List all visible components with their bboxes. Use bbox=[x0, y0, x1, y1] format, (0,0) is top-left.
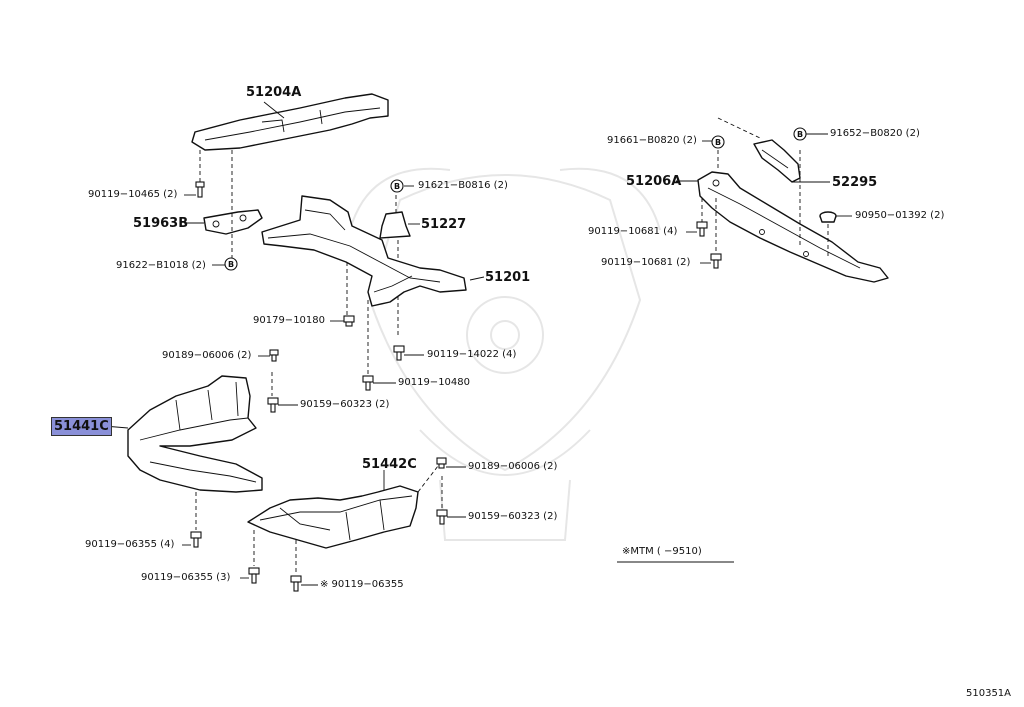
label-90950-01392[interactable]: 90950−01392 (2) bbox=[855, 210, 945, 221]
part-51227[interactable] bbox=[379, 211, 411, 239]
diagram-code: 510351A bbox=[966, 688, 1012, 699]
label-51227[interactable]: 51227 bbox=[421, 217, 467, 232]
part-51204A[interactable] bbox=[191, 93, 389, 151]
label-51441C-selected[interactable]: 51441C bbox=[51, 417, 112, 436]
label-90189-06006-b[interactable]: 90189−06006 (2) bbox=[468, 461, 558, 472]
label-90119-10681-4[interactable]: 90119−10681 (4) bbox=[588, 226, 678, 237]
note-mtm: ※MTM ( −9510) bbox=[622, 546, 702, 557]
svg-text:B: B bbox=[797, 130, 803, 139]
label-91621-B0816[interactable]: 91621−B0816 (2) bbox=[418, 180, 508, 191]
label-90119-06355-4[interactable]: 90119−06355 (4) bbox=[85, 539, 175, 550]
b-mark-icons: B B B B bbox=[224, 127, 807, 271]
label-51963B[interactable]: 51963B bbox=[133, 216, 189, 231]
svg-text:B: B bbox=[228, 260, 234, 269]
bolt-icons bbox=[190, 181, 722, 592]
part-51201[interactable] bbox=[261, 195, 467, 307]
watermark-emblem bbox=[349, 167, 661, 541]
label-90119-10465[interactable]: 90119−10465 (2) bbox=[88, 189, 178, 200]
svg-text:B: B bbox=[715, 138, 721, 147]
label-51206A[interactable]: 51206A bbox=[626, 174, 682, 189]
label-91622-B1018[interactable]: 91622−B1018 (2) bbox=[116, 260, 206, 271]
label-90159-60323-a[interactable]: 90159−60323 (2) bbox=[300, 399, 390, 410]
label-90119-14022[interactable]: 90119−14022 (4) bbox=[427, 349, 517, 360]
label-90189-06006-a[interactable]: 90189−06006 (2) bbox=[162, 350, 252, 361]
label-90119-10681-2[interactable]: 90119−10681 (2) bbox=[601, 257, 691, 268]
part-51442C[interactable] bbox=[247, 485, 419, 549]
label-90119-06355-3[interactable]: 90119−06355 (3) bbox=[141, 572, 231, 583]
label-90159-60323-b[interactable]: 90159−60323 (2) bbox=[468, 511, 558, 522]
leader-lines bbox=[103, 133, 852, 586]
label-90119-06355-star[interactable]: ※ 90119−06355 bbox=[320, 579, 404, 590]
svg-text:B: B bbox=[394, 182, 400, 191]
part-51206A[interactable] bbox=[697, 171, 889, 283]
label-90179-10180[interactable]: 90179−10180 bbox=[253, 315, 326, 326]
label-51442C[interactable]: 51442C bbox=[362, 457, 417, 472]
label-91652-B0820[interactable]: 91652−B0820 (2) bbox=[830, 128, 920, 139]
label-51204A[interactable]: 51204A bbox=[246, 85, 302, 100]
part-52295[interactable] bbox=[753, 139, 801, 183]
part-51441C[interactable] bbox=[127, 375, 263, 493]
part-51963B[interactable] bbox=[203, 209, 263, 235]
label-91661-B0820[interactable]: 91661−B0820 (2) bbox=[607, 135, 697, 146]
label-90119-10480[interactable]: 90119−10480 bbox=[398, 377, 471, 388]
part-90950-01392[interactable] bbox=[819, 211, 837, 223]
label-51201[interactable]: 51201 bbox=[485, 270, 531, 285]
label-52295[interactable]: 52295 bbox=[832, 175, 878, 190]
